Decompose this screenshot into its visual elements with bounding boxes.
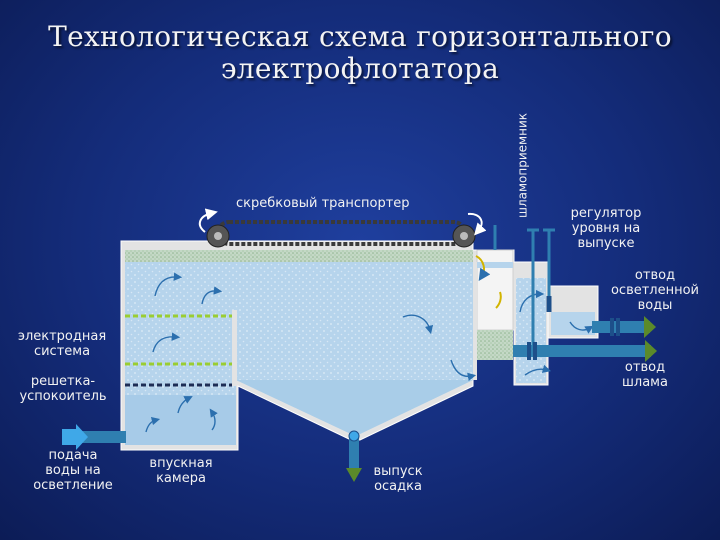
label-sludge-receiver: шламоприемник <box>515 113 530 218</box>
label-line: осветление <box>33 478 113 493</box>
clarified-outlet-pipe <box>592 321 650 333</box>
scraper-conveyor <box>206 220 476 248</box>
label-line: электродная <box>17 329 107 344</box>
label-line: система <box>33 344 91 359</box>
label-line: осадка <box>374 479 422 494</box>
rotation-arrow-icon <box>198 208 218 233</box>
label-scraper-conveyor: скребковый транспортер <box>236 196 410 211</box>
label-line: воды <box>637 298 673 313</box>
label-line: регулятор <box>570 206 642 221</box>
label-line: камера <box>156 471 206 486</box>
flow-arrow-icon <box>645 340 657 362</box>
sludge-outlet-pipe <box>513 345 651 357</box>
label-electrode-system: электродная система <box>2 329 122 359</box>
label-line: воды на <box>45 463 101 478</box>
sediment-pipe <box>349 434 359 470</box>
rotation-arrow-icon <box>467 212 487 236</box>
label-line: выпуск <box>373 464 423 479</box>
flow-arrow-icon <box>62 424 88 450</box>
label-line: отвод <box>634 268 676 283</box>
label-line: осветленной <box>610 283 700 298</box>
title-line-1: Технологическая схема горизонтального <box>48 20 672 53</box>
label-clarified-outlet: отвод осветленной воды <box>596 268 714 313</box>
partition-wall <box>232 310 237 386</box>
feed-pipe <box>80 431 126 443</box>
label-line: выпуске <box>577 236 635 251</box>
label-line: подача <box>48 448 98 463</box>
title-line-2: электрофлотатора <box>220 52 500 85</box>
valve-icon <box>527 342 531 360</box>
label-water-feed: подача воды на осветление <box>18 448 128 493</box>
label-sludge-outlet: отвод шлама <box>610 360 680 390</box>
label-inlet-chamber: впускная камера <box>136 456 226 486</box>
label-line: отвод <box>624 360 666 375</box>
flow-arrow-icon <box>644 316 656 338</box>
label-line: впускная <box>149 456 213 471</box>
flow-arrow-icon <box>145 272 594 433</box>
label-level-regulator: регулятор уровня на выпуске <box>560 206 652 251</box>
label-line: шлама <box>622 375 668 390</box>
label-grid-calmer: решетка- успокоитель <box>8 374 118 404</box>
level-regulator <box>527 228 555 349</box>
label-sediment-outlet: выпуск осадка <box>360 464 436 494</box>
valve-icon <box>348 430 360 442</box>
valve-icon <box>610 318 614 336</box>
label-line: уровня на <box>571 221 641 236</box>
label-line: успокоитель <box>19 389 107 404</box>
flow-arrow-icon <box>346 468 362 482</box>
foam-layer <box>125 250 473 262</box>
label-line: решетка- <box>30 374 96 389</box>
